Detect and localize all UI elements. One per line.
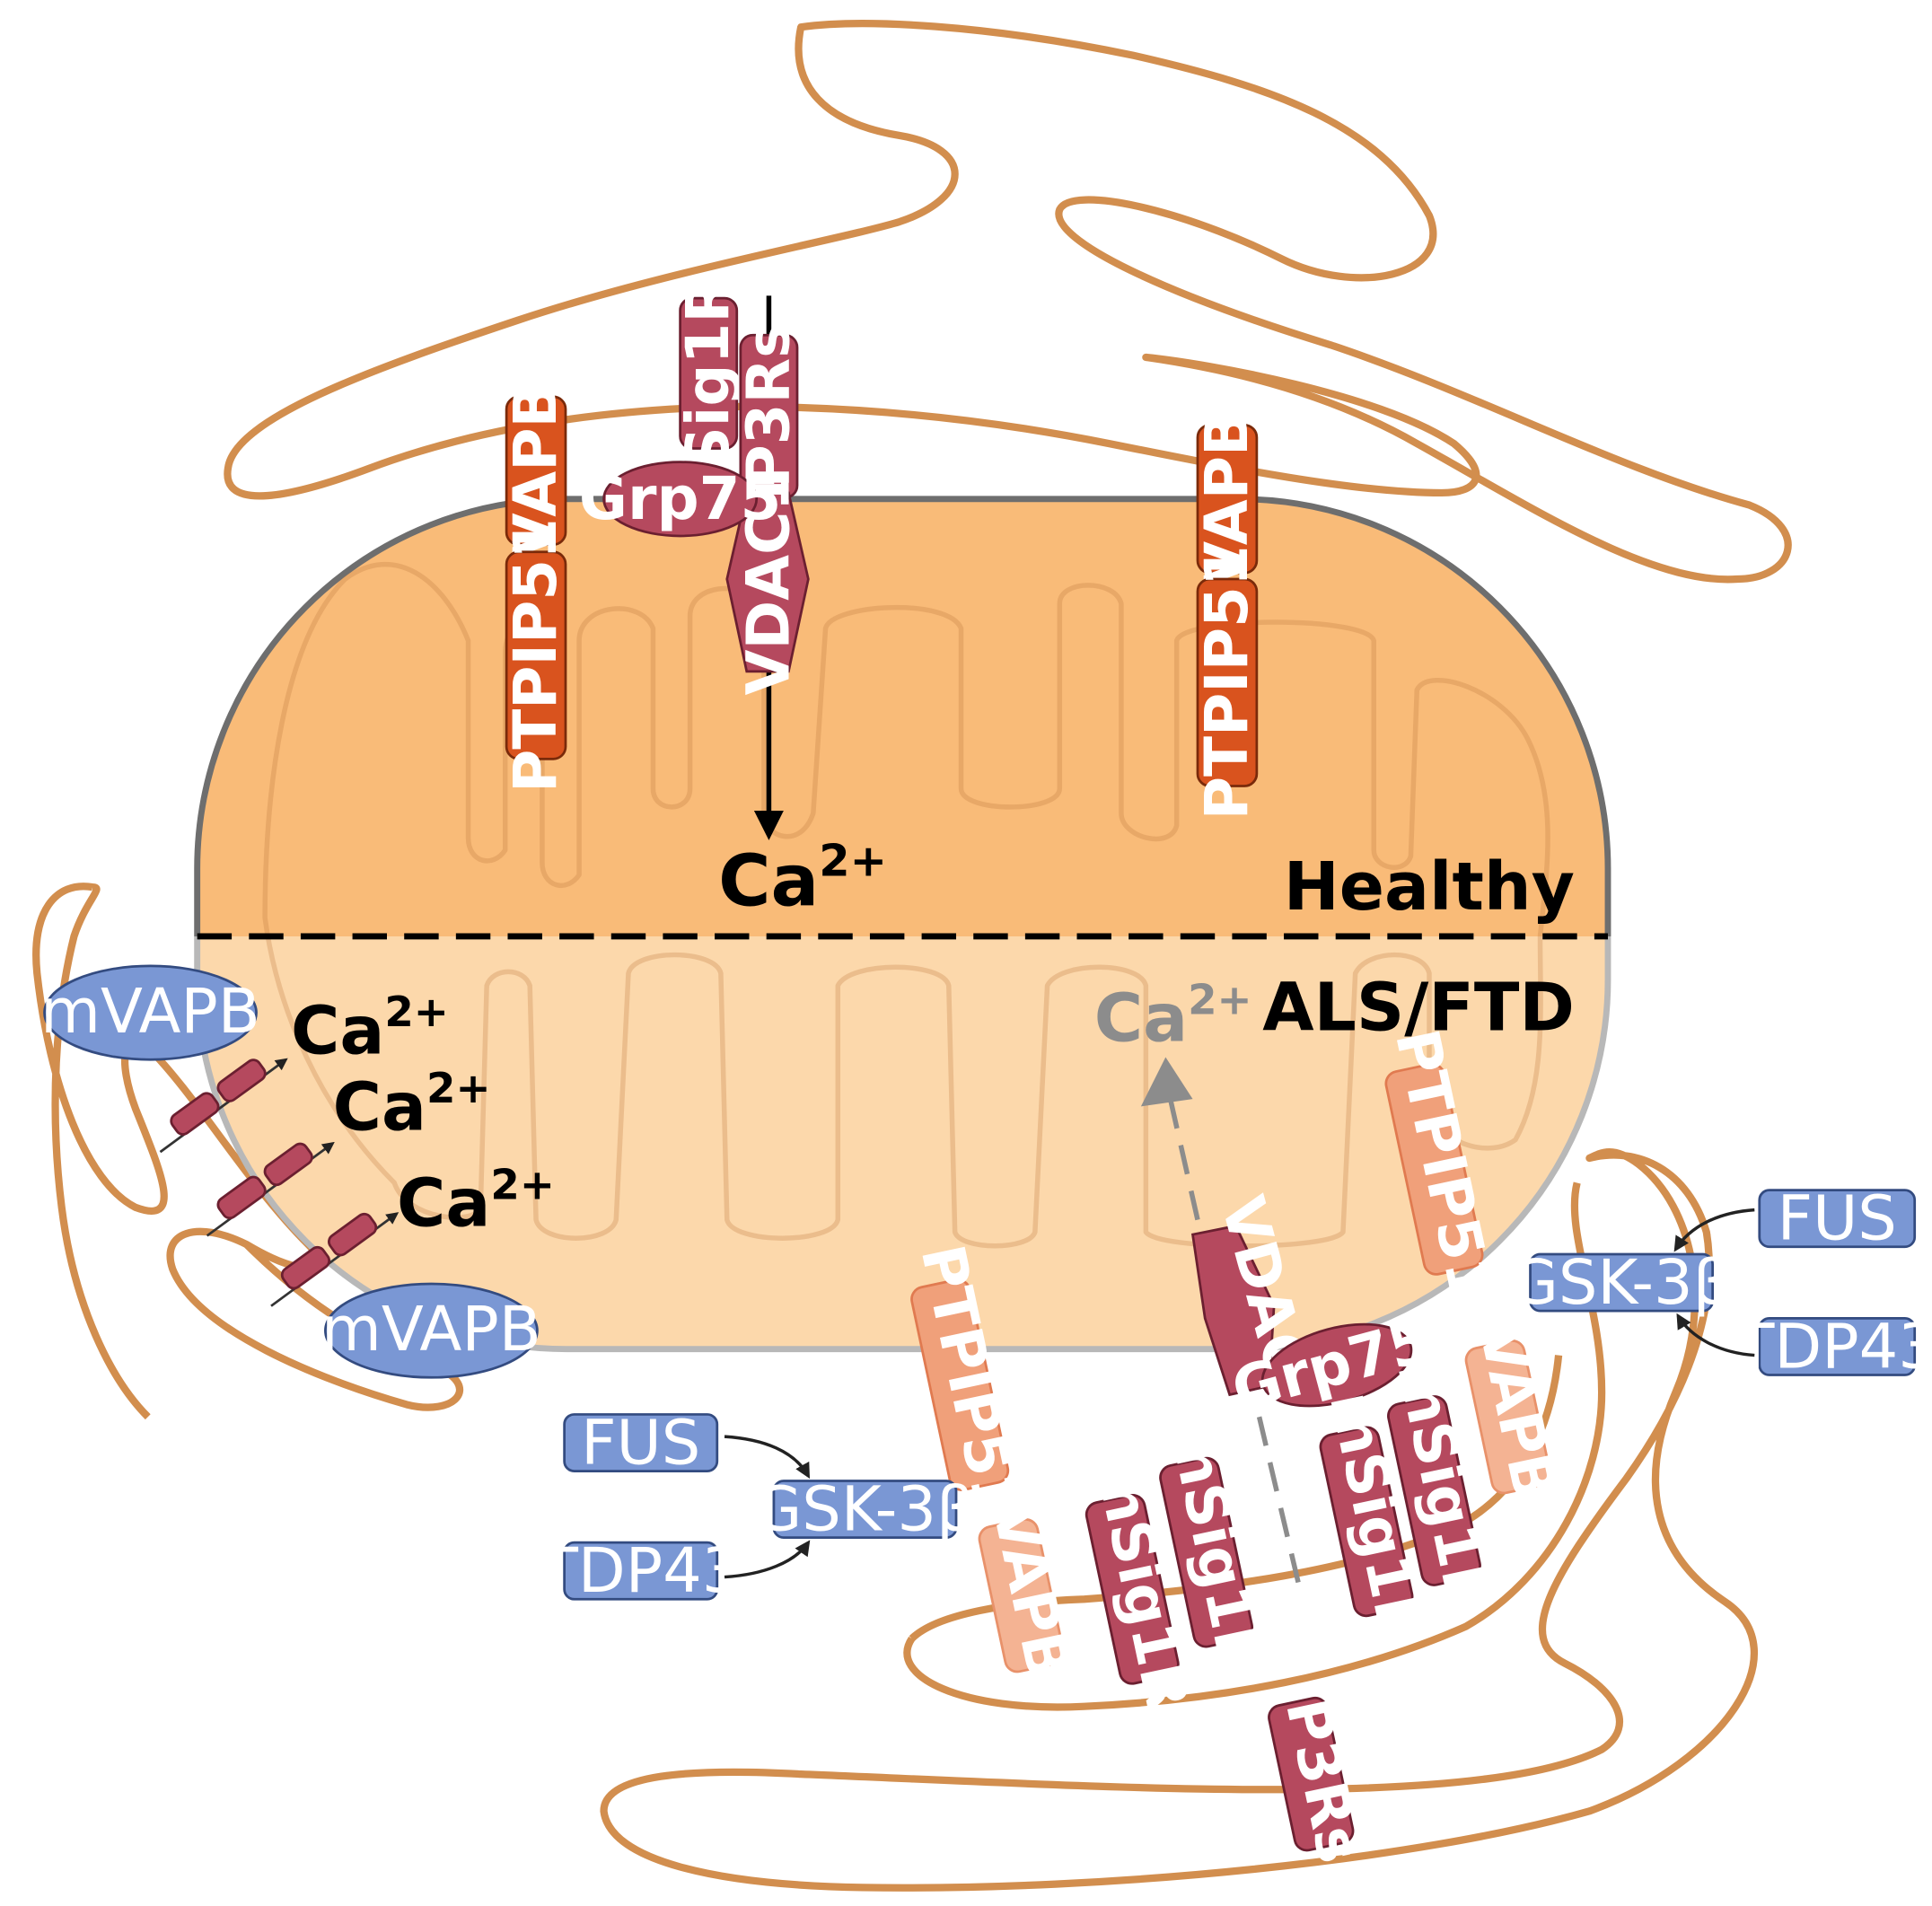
ip3r-channel xyxy=(206,1141,335,1237)
tdp43-label: TDP43 xyxy=(540,1535,741,1607)
healthy-tether-right: VAPB PTPIP51 xyxy=(1192,411,1261,820)
ptpip51-protein xyxy=(1196,577,1259,787)
gsk3b-label: GSK-3β xyxy=(754,1473,976,1545)
gsk3b-pathway-right: FUS TDP43 GSK-3β xyxy=(1511,1183,1932,1383)
fus-label: FUS xyxy=(1778,1183,1897,1255)
ip3r-channel xyxy=(159,1058,288,1154)
msig1r-protein xyxy=(1387,1395,1481,1586)
vapb-protein xyxy=(1464,1339,1551,1495)
msig1r-protein xyxy=(1319,1426,1414,1618)
ptpip51-label: PTPIP51 xyxy=(1192,545,1261,820)
ptpip51-protein xyxy=(910,1278,1010,1491)
ptpip51-protein xyxy=(505,550,567,760)
calcium-ion: Ca2+ xyxy=(397,1161,555,1242)
grp75-protein xyxy=(602,461,759,538)
er-cisterna-right xyxy=(600,1148,1758,1892)
mvapb-protein xyxy=(324,1282,539,1379)
fus-label: FUS xyxy=(581,1407,700,1479)
gsk3b-label: GSK-3β xyxy=(1511,1247,1733,1319)
tdp43-label: TDP43 xyxy=(1736,1311,1932,1383)
er-cisterna-top xyxy=(224,20,1792,584)
ptpip51-protein xyxy=(1384,1062,1484,1276)
grp75-label: Grp75 xyxy=(579,464,781,533)
disease-ip3rs: IP3Rs xyxy=(1268,1671,1374,1868)
mvapb-label: mVAPB xyxy=(40,976,260,1048)
msig1r-protein xyxy=(1085,1493,1180,1685)
mitochondrion-disease-half xyxy=(194,935,1611,1353)
grp75-protein xyxy=(1260,1322,1413,1408)
impaired-link xyxy=(1256,1416,1303,1590)
vapb-protein xyxy=(1196,424,1259,575)
disease-tether-left: PTPIP51 VAPB xyxy=(908,1239,1084,1684)
vapb-protein xyxy=(505,395,567,546)
ip3rs-protein xyxy=(1268,1696,1355,1852)
vapb-label: VAPB xyxy=(501,382,570,558)
mvapb-protein xyxy=(43,964,258,1061)
calcium-ion: Ca2+ xyxy=(291,988,449,1069)
healthy-calcium-channel-complex: Sig1R IP3Rs VDAC1 Grp75 Ca2+ xyxy=(579,277,887,923)
vdac1-protein xyxy=(725,491,810,673)
healthy-label: Healthy xyxy=(1284,848,1575,926)
mvapb-calcium-leak: mVAPB mVAPB Ca2+ Ca2+ Ca2+ xyxy=(40,964,555,1379)
gsk3b-box xyxy=(772,1480,958,1540)
calcium-ion: Ca2+ xyxy=(333,1065,491,1146)
fus-box xyxy=(1758,1189,1917,1249)
sig1r-protein xyxy=(679,296,739,450)
ptpip51-label: PTPIP51 xyxy=(501,518,570,793)
calcium-ion-disease: Ca2+ xyxy=(1094,976,1252,1057)
mvapb-label: mVAPB xyxy=(321,1294,541,1366)
healthy-tether-left: VAPB PTPIP51 xyxy=(501,382,570,793)
gsk3b-box xyxy=(1529,1252,1715,1313)
vapb-label: VAPB xyxy=(1192,411,1261,587)
gsk3b-pathway-left: FUS TDP43 GSK-3β xyxy=(540,1407,976,1607)
impaired-calcium-transfer: Ca2+ xyxy=(1094,976,1303,1590)
sig1r-label: Sig1R xyxy=(673,277,742,470)
msig1r-protein xyxy=(1159,1456,1254,1648)
calcium-ion-healthy: Ca2+ xyxy=(718,835,887,923)
mitochondrion-cristae xyxy=(262,561,1550,1249)
tdp43-box xyxy=(1758,1317,1917,1376)
vapb-protein xyxy=(978,1517,1065,1673)
tdp43-box xyxy=(563,1541,719,1601)
disease-label: ALS/FTD xyxy=(1262,969,1575,1046)
fus-box xyxy=(563,1413,719,1472)
ip3r-channel xyxy=(270,1212,400,1307)
